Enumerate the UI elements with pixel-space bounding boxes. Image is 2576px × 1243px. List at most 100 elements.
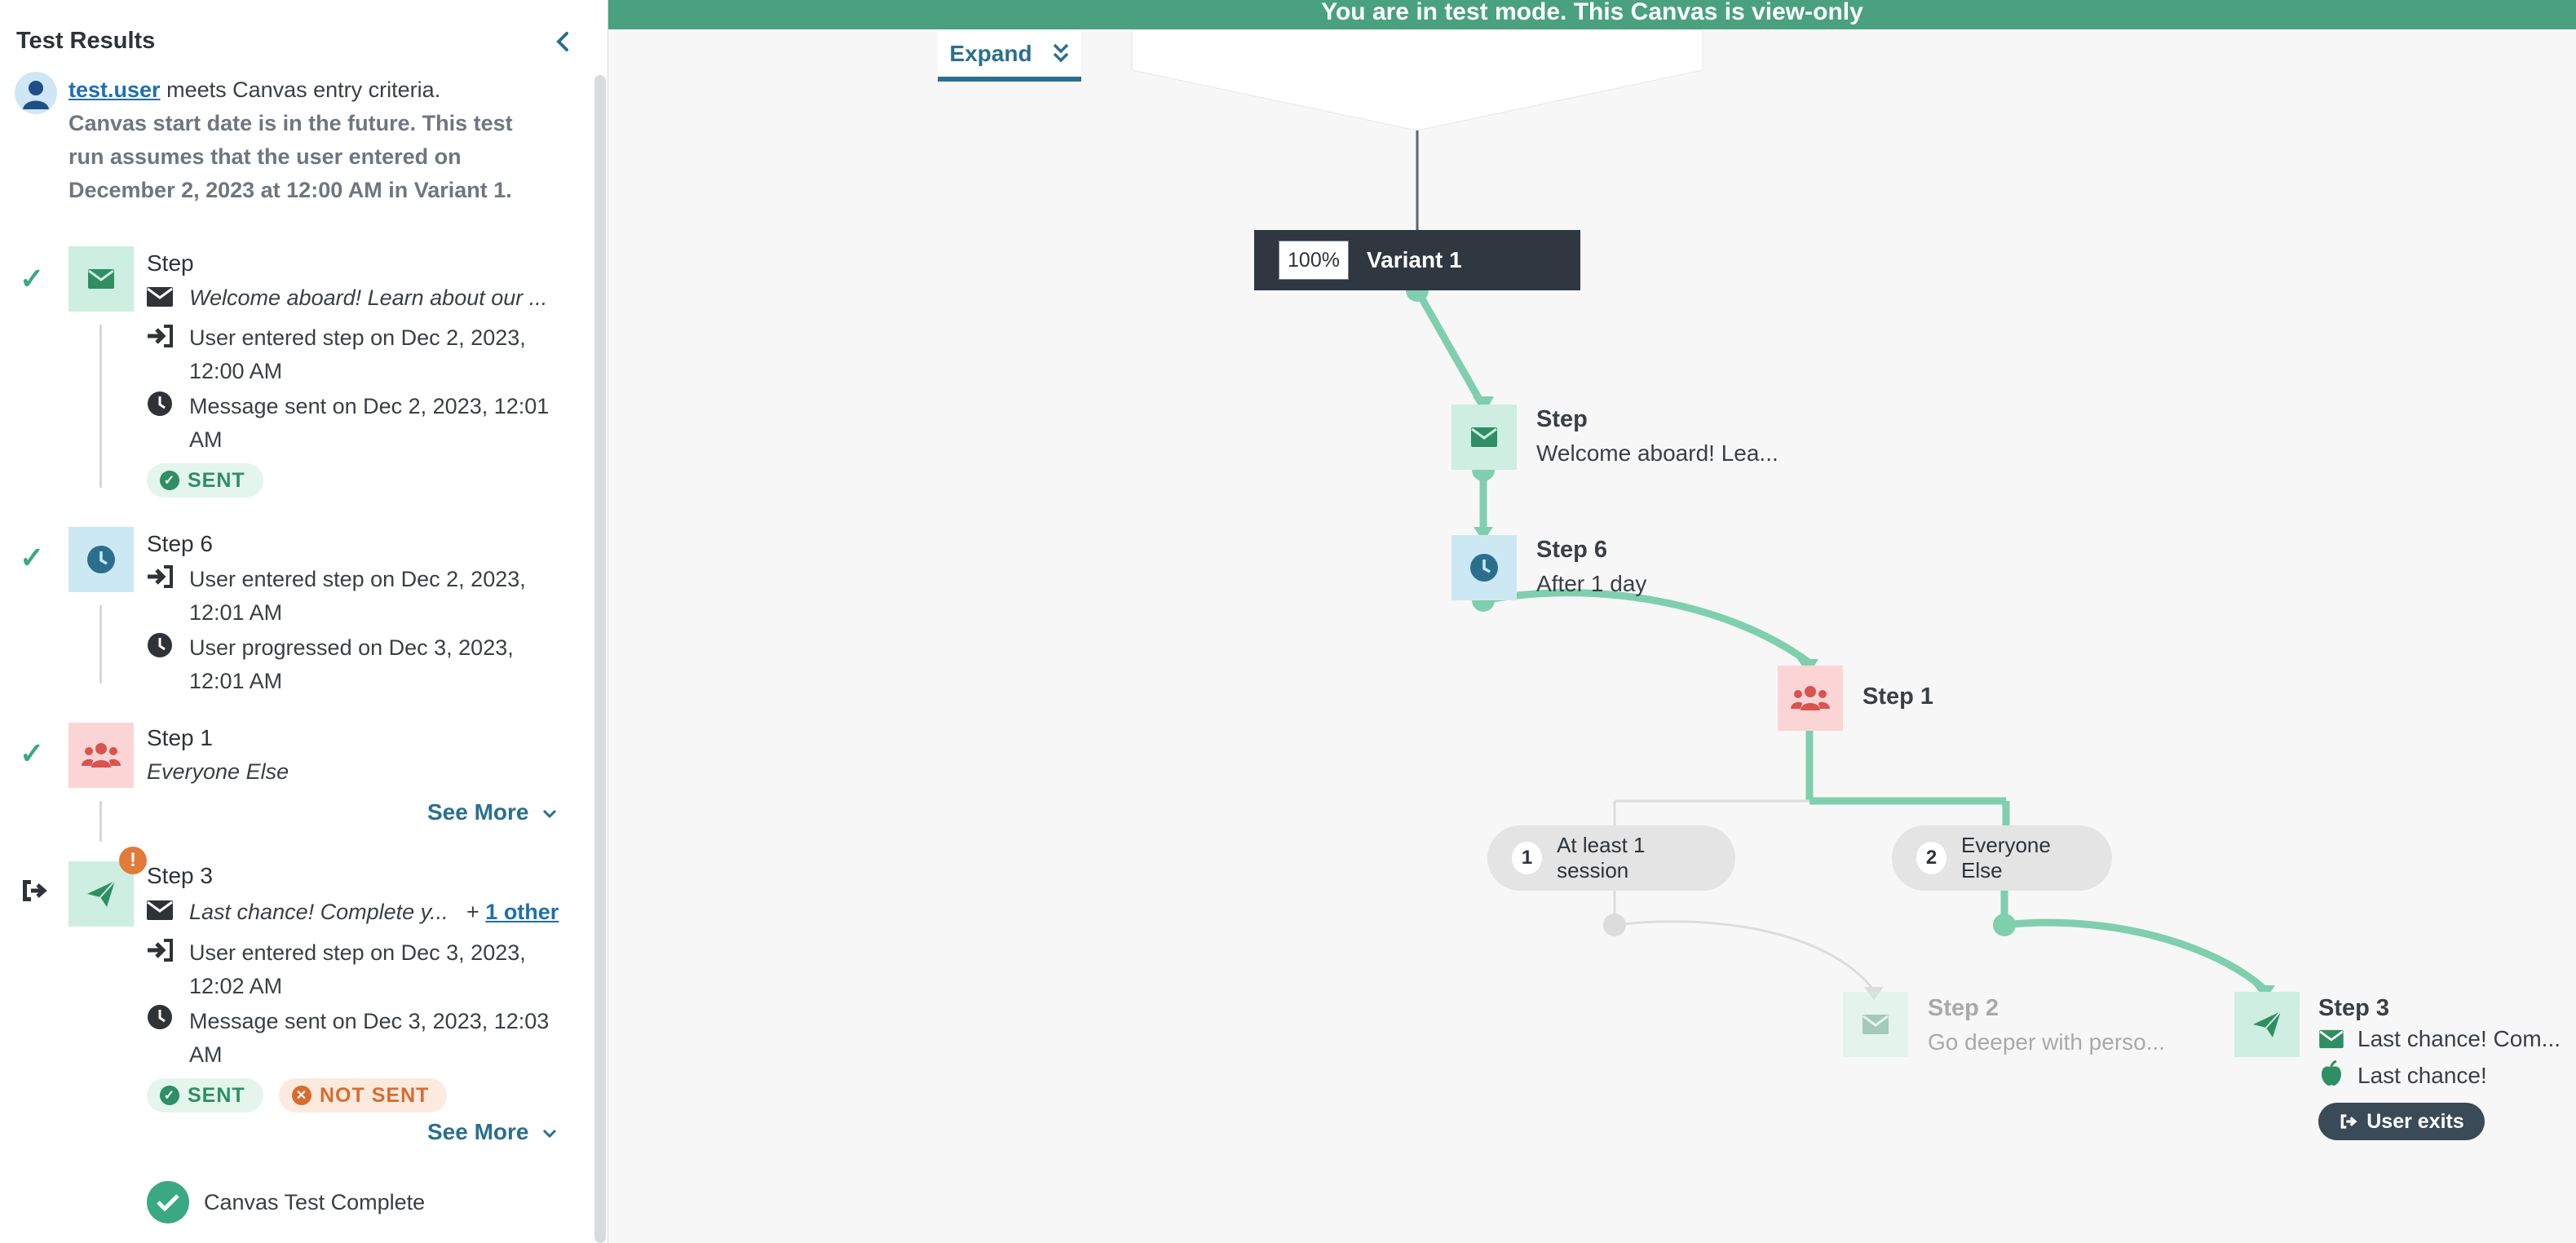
step-name: Step 6 <box>147 531 213 556</box>
audience-path-step-tile[interactable] <box>68 723 134 788</box>
step-message-name: Last chance! Complete y... <box>189 900 448 924</box>
users-icon <box>82 743 121 767</box>
collapse-panel-icon[interactable] <box>551 29 574 54</box>
test-complete-text: Canvas Test Complete <box>204 1190 426 1214</box>
audience-path-pill[interactable]: 1 At least 1 session <box>1487 825 1735 891</box>
step-name: Step 1 <box>147 725 213 750</box>
paper-plane-icon <box>2253 1011 2282 1037</box>
sent-badge-label: SENT <box>188 1083 245 1107</box>
entered-step-text-2: 12:01 AM <box>189 600 283 625</box>
node-title: Step 1 <box>1862 683 1934 710</box>
variant-name: Variant 1 <box>1367 247 1462 272</box>
delay-step-node[interactable] <box>1451 535 1517 600</box>
enter-step-icon <box>145 938 175 962</box>
entered-step-text-1: User entered step on Dec 2, 2023, <box>189 567 526 591</box>
envelope-icon <box>145 285 175 309</box>
path-label: At least 1 session <box>1557 833 1646 882</box>
warning-icon[interactable]: ! <box>119 847 147 874</box>
message-step-node[interactable] <box>2234 992 2300 1057</box>
step-complete-check-icon: ✓ <box>20 541 45 574</box>
double-chevron-down-icon <box>1053 43 1068 63</box>
other-messages-link[interactable]: 1 other <box>485 900 559 924</box>
see-more-label: See More <box>427 1119 529 1144</box>
plus-sign: + <box>466 900 479 924</box>
clock-icon <box>145 1005 175 1029</box>
message-variant-2: Last chance! <box>2357 1063 2487 1088</box>
start-date-note-2: run assumes that the user entered on <box>68 144 462 169</box>
envelope-icon <box>1862 1015 1889 1034</box>
entered-step-text-1: User entered step on Dec 2, 2023, <box>189 325 526 350</box>
audience-path-pill[interactable]: 2 Everyone Else <box>1892 825 2112 891</box>
variant-percentage[interactable]: 100% <box>1279 241 1349 280</box>
complete-check-icon <box>147 1181 189 1223</box>
node-title: Step 6 <box>1536 537 1608 563</box>
enter-step-icon <box>145 564 175 589</box>
step-name: Step <box>147 250 194 276</box>
audience-group: Everyone Else <box>147 759 289 784</box>
sent-badge: ✓ SENT <box>147 463 263 498</box>
paper-plane-icon <box>87 880 116 907</box>
exit-icon <box>2340 1114 2357 1129</box>
progressed-text-2: 12:01 AM <box>189 669 283 693</box>
chevron-down-icon <box>543 1129 557 1139</box>
progressed-text-1: User progressed on Dec 3, 2023, <box>189 635 514 660</box>
step-message-name: Welcome aboard! Learn about our ... <box>189 285 548 310</box>
user-link[interactable]: test.user <box>68 77 161 102</box>
message-sent-text-1: Message sent on Dec 3, 2023, 12:03 <box>189 1009 550 1033</box>
clock-icon <box>145 391 175 416</box>
x-circle-icon: ✕ <box>292 1086 312 1105</box>
step-complete-check-icon: ✓ <box>20 262 45 295</box>
test-mode-banner: You are in test mode. This Canvas is vie… <box>608 0 2576 29</box>
message-sent-text-2: AM <box>189 427 223 452</box>
entered-step-text-2: 12:02 AM <box>189 974 283 998</box>
apple-icon <box>2320 1059 2344 1088</box>
user-exit-icon <box>20 878 49 908</box>
envelope-icon <box>88 269 114 289</box>
see-more-link[interactable]: See More <box>427 1119 558 1145</box>
user-exits-label: User exits <box>2366 1109 2464 1133</box>
chevron-down-icon <box>543 809 557 819</box>
not-sent-badge: ✕ NOT SENT <box>279 1078 448 1113</box>
node-title: Step 2 <box>1928 995 1999 1021</box>
user-exits-button[interactable]: User exits <box>2318 1103 2485 1140</box>
envelope-icon <box>145 898 175 922</box>
enter-step-icon <box>145 324 175 348</box>
other-messages: + 1 other <box>466 896 559 929</box>
not-sent-badge-label: NOT SENT <box>320 1083 430 1107</box>
message-step-node[interactable] <box>1451 405 1517 470</box>
check-circle-icon: ✓ <box>160 471 179 490</box>
users-icon <box>1791 686 1830 710</box>
expand-button[interactable]: Expand <box>938 31 1081 82</box>
audience-path-node[interactable] <box>1778 666 1843 731</box>
see-more-label: See More <box>427 799 529 825</box>
start-date-note-3: December 2, 2023 at 12:00 AM in Variant … <box>68 178 512 202</box>
node-title: Step 3 <box>2318 995 2390 1021</box>
delay-step-tile[interactable] <box>68 527 134 592</box>
panel-title: Test Results <box>16 28 156 54</box>
sent-badge-label: SENT <box>188 468 245 492</box>
entry-criteria-line: test.user meets Canvas entry criteria. <box>68 73 590 107</box>
message-sent-text-2: AM <box>189 1042 223 1067</box>
timeline-connector <box>99 325 102 488</box>
sent-badge: ✓ SENT <box>147 1078 263 1113</box>
node-subtitle: Go deeper with perso... <box>1928 1029 2166 1055</box>
see-more-link[interactable]: See More <box>427 799 558 825</box>
timeline-connector <box>99 605 102 683</box>
clock-icon <box>87 546 115 573</box>
check-circle-icon: ✓ <box>160 1086 179 1105</box>
clock-icon <box>1470 554 1498 582</box>
path-number: 1 <box>1512 842 1543 874</box>
envelope-icon <box>2318 1029 2344 1051</box>
variant-node[interactable]: 100% Variant 1 <box>1254 230 1580 290</box>
message-step-tile[interactable] <box>68 246 134 312</box>
message-step-tile[interactable] <box>68 861 134 927</box>
path-label: Everyone Else <box>1960 833 2051 882</box>
expand-label: Expand <box>949 41 1032 66</box>
message-variant-1: Last chance! Com... <box>2357 1026 2561 1051</box>
entry-criteria-text: meets Canvas entry criteria. <box>166 77 441 102</box>
panel-scrollbar[interactable] <box>594 75 606 1243</box>
step-name: Step 3 <box>147 863 213 888</box>
message-sent-text-1: Message sent on Dec 2, 2023, 12:01 <box>189 394 550 418</box>
clock-icon <box>145 633 175 657</box>
message-step-node[interactable] <box>1843 992 1908 1057</box>
